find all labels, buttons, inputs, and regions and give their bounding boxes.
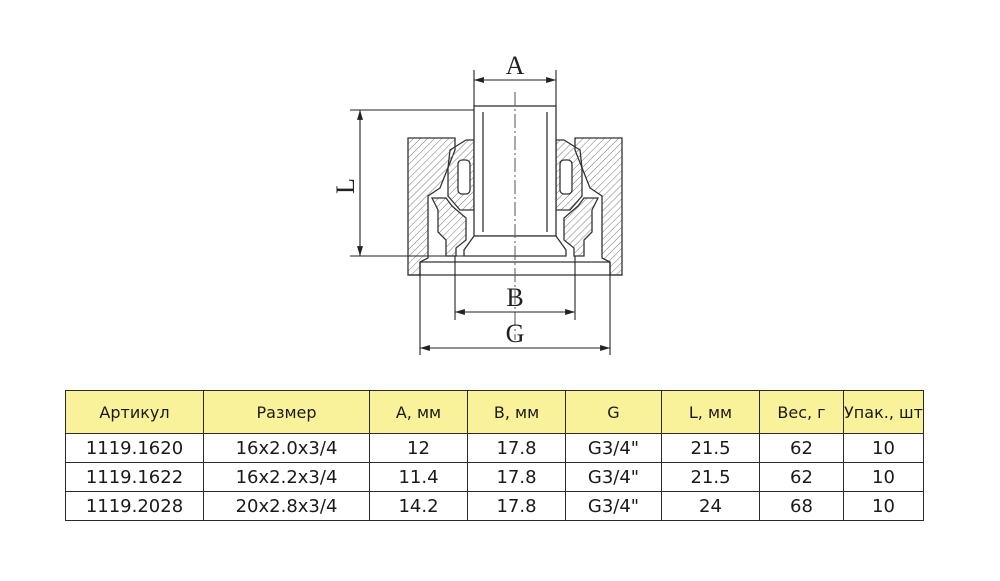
cell-g: G3/4" [565, 462, 662, 492]
table-row: 1119.2028 20x2.8x3/4 14.2 17.8 G3/4" 24 … [65, 491, 924, 521]
dimension-g-label: G [506, 319, 525, 348]
cell-g: G3/4" [565, 491, 662, 521]
cell-article: 1119.2028 [65, 491, 204, 521]
col-header-size: Размер [203, 390, 370, 434]
col-header-weight: Вес, г [759, 390, 844, 434]
technical-drawing: A L B G [331, 51, 623, 355]
cell-weight: 68 [759, 491, 844, 521]
dimension-b [454, 256, 576, 320]
cell-l: 24 [661, 491, 760, 521]
col-header-a: A, мм [369, 390, 468, 434]
cell-pack: 10 [843, 433, 924, 463]
cell-weight: 62 [759, 433, 844, 463]
cell-pack: 10 [843, 462, 924, 492]
dimension-l-label: L [331, 178, 360, 194]
table-row: 1119.1620 16x2.0x3/4 12 17.8 G3/4" 21.5 … [65, 433, 924, 463]
dimension-a-label: A [506, 51, 525, 80]
cell-b: 17.8 [467, 491, 566, 521]
cell-a: 14.2 [369, 491, 468, 521]
col-header-l: L, мм [661, 390, 760, 434]
dimension-l [350, 109, 474, 257]
col-header-article: Артикул [65, 390, 204, 434]
cell-l: 21.5 [661, 462, 760, 492]
cell-size: 16x2.0x3/4 [203, 433, 370, 463]
cell-a: 12 [369, 433, 468, 463]
cell-a: 11.4 [369, 462, 468, 492]
cell-b: 17.8 [467, 462, 566, 492]
cell-size: 20x2.8x3/4 [203, 491, 370, 521]
cell-b: 17.8 [467, 433, 566, 463]
col-header-b: B, мм [467, 390, 566, 434]
dimension-a [473, 70, 557, 106]
cell-weight: 62 [759, 462, 844, 492]
col-header-pack: Упак., шт [843, 390, 924, 434]
dimension-b-label: B [506, 283, 523, 312]
table-row: 1119.1622 16x2.2x3/4 11.4 17.8 G3/4" 21.… [65, 462, 924, 492]
table-header-row: Артикул Размер A, мм B, мм G L, мм Вес, … [65, 390, 924, 434]
cell-article: 1119.1622 [65, 462, 204, 492]
spec-table: Артикул Размер A, мм B, мм G L, мм Вес, … [65, 390, 924, 521]
dimension-g [419, 262, 611, 355]
cell-article: 1119.1620 [65, 433, 204, 463]
cell-l: 21.5 [661, 433, 760, 463]
col-header-g: G [565, 390, 662, 434]
cell-pack: 10 [843, 491, 924, 521]
cell-g: G3/4" [565, 433, 662, 463]
cell-size: 16x2.2x3/4 [203, 462, 370, 492]
